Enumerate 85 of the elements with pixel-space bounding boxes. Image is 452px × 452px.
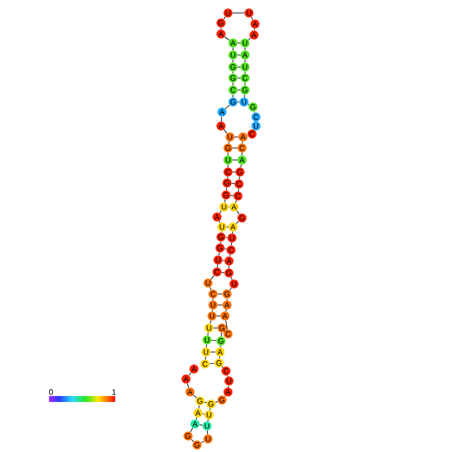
backbone-line [230, 276, 232, 280]
backbone-line [193, 394, 197, 398]
backbone-line [217, 264, 218, 268]
base-pair-line [225, 237, 228, 238]
backbone-line [221, 116, 222, 122]
base-pair-line [199, 424, 203, 426]
backbone-line [218, 220, 220, 224]
backbone-line [239, 176, 240, 180]
backbone-line [198, 405, 200, 409]
backbone-line [200, 440, 204, 444]
backbone-line [231, 242, 232, 246]
backbone-line [190, 438, 194, 442]
backbone-line [248, 38, 251, 40]
backbone-line [227, 176, 228, 179]
backbone-line [223, 16, 226, 20]
base-pair-line [204, 402, 207, 404]
backbone-line [205, 356, 206, 360]
backbone-line [232, 59, 234, 63]
backbone-line [226, 298, 228, 301]
base-pair-line [231, 183, 235, 184]
backbone-line [219, 210, 222, 214]
backbone-line [225, 104, 230, 110]
backbone-line [221, 332, 222, 337]
backbone-line [212, 298, 214, 301]
backbone-line [254, 28, 255, 31]
backbone-line [236, 220, 240, 224]
backbone-line [244, 94, 245, 98]
backbone-line [187, 383, 189, 388]
backbone-line [207, 332, 209, 336]
base-pair-line [237, 66, 241, 68]
backbone-line [244, 82, 246, 86]
backbone-line [228, 141, 230, 144]
backbone-line [232, 12, 245, 14]
base-pair-line [226, 226, 229, 228]
base-pair-line [234, 136, 239, 138]
backbone-line [232, 94, 234, 98]
backbone-line [206, 344, 207, 348]
backbone-line [240, 164, 242, 168]
backbone-line [219, 356, 220, 359]
backbone-line [196, 417, 198, 420]
backbone-line [228, 385, 229, 388]
backbone-line [212, 309, 213, 312]
base-pair-line [222, 260, 225, 261]
backbone-line [210, 286, 212, 290]
backbone-line [235, 200, 237, 203]
base-pair-line [224, 248, 227, 250]
backbone-line [210, 320, 212, 324]
base-pair-line [230, 195, 234, 196]
base-pair-line [202, 413, 205, 415]
backbone-line [232, 82, 234, 86]
base-pair-line [217, 304, 223, 306]
backbone-line [229, 288, 232, 290]
backbone-line [242, 141, 243, 144]
backbone-line [236, 210, 240, 215]
backbone-line [218, 252, 220, 256]
backbone-line [244, 71, 246, 74]
backbone-line [224, 199, 226, 203]
backbone-line [250, 16, 254, 20]
base-pair-line [221, 272, 225, 273]
base-pair-line [237, 42, 241, 44]
backbone-line [232, 71, 234, 74]
backbone-line [220, 345, 221, 348]
scale-label: 0 [49, 389, 53, 395]
backbone-line [224, 36, 230, 41]
backbone-line [207, 430, 208, 435]
base-pair-line [209, 362, 215, 364]
scale-label: 1 [112, 389, 116, 395]
backbone-line [232, 47, 234, 51]
backbone-line [210, 275, 214, 280]
backbone-line [238, 188, 239, 192]
base-pair-line [211, 340, 217, 342]
backbone-line [220, 241, 221, 244]
backbone-line [190, 428, 193, 432]
backbone-line [244, 59, 246, 63]
backbone-line [232, 231, 233, 234]
base-pair-line [237, 54, 241, 56]
backbone-line [244, 47, 246, 51]
backbone-line [225, 320, 228, 330]
backbone-line [222, 366, 224, 368]
backbone-line [188, 372, 192, 376]
backbone-line [226, 187, 227, 191]
backbone-line [215, 401, 218, 403]
backbone-line [224, 129, 228, 134]
backbone-line [228, 265, 230, 269]
backbone-line [220, 27, 222, 30]
